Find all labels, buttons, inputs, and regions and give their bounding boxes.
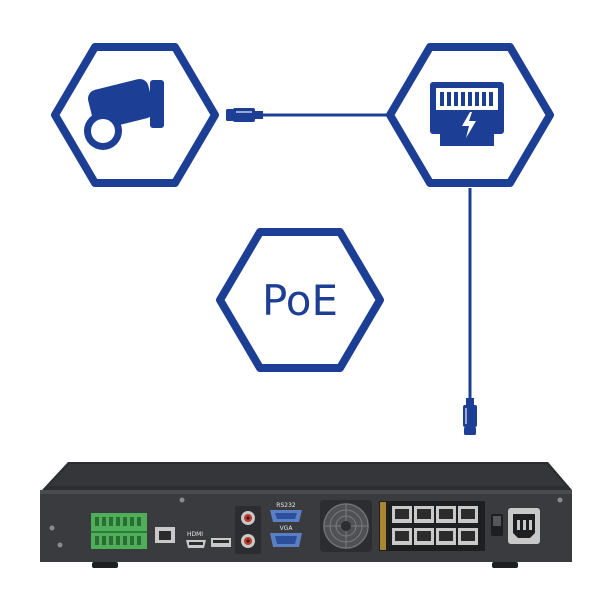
vga-label: VGA (280, 525, 294, 532)
cooling-fan (320, 500, 372, 552)
poe-ports-block (379, 501, 485, 551)
hdmi-label: HDMI (187, 531, 203, 538)
rj45-connector-camera-side (226, 108, 263, 122)
alarm-terminal-block (91, 513, 147, 549)
poe-port (392, 506, 412, 523)
camera-node (51, 43, 219, 187)
bullet-camera-icon (84, 79, 164, 150)
lan-port (155, 527, 175, 543)
poe-switch-node (386, 43, 554, 187)
poe-port (436, 528, 456, 545)
poe-label: PoE (262, 276, 338, 325)
ethernet-port-power-icon (430, 82, 504, 146)
rj45-connector-nvr-side (463, 398, 477, 435)
usb-port (211, 538, 231, 547)
vga-port: VGA (270, 525, 302, 547)
poe-port (436, 506, 456, 523)
poe-port (414, 506, 434, 523)
power-inlet (508, 508, 540, 544)
rs232-port: RS232 (270, 502, 302, 522)
poe-port (458, 528, 478, 545)
hdmi-port: HDMI (186, 531, 206, 548)
rs232-label: RS232 (276, 502, 296, 509)
poe-port (458, 506, 478, 523)
poe-node: PoE (216, 228, 384, 372)
nvr-recorder: HDMI RS232 VGA (40, 462, 572, 568)
power-switch (491, 514, 503, 536)
poe-port (392, 528, 412, 545)
audio-jacks (235, 506, 261, 554)
poe-port (414, 528, 434, 545)
